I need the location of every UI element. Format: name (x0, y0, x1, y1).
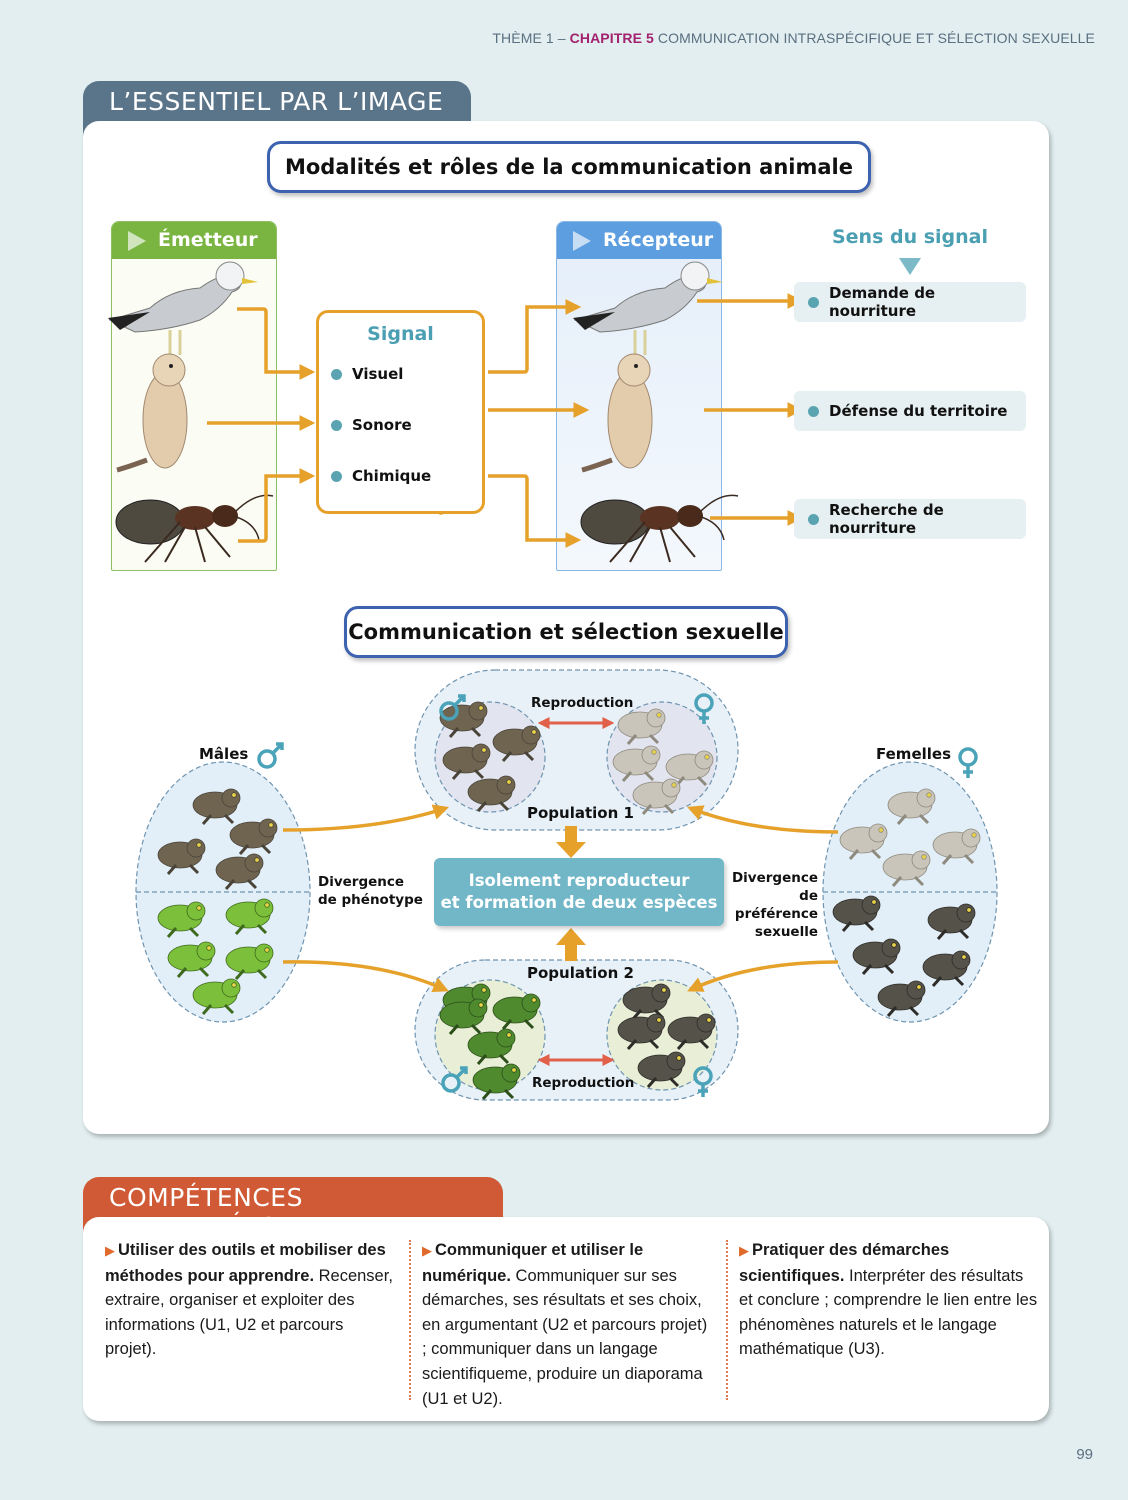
recv-arrow-3 (488, 474, 582, 548)
signal-box: Signal Visuel Sonore Chimique (316, 310, 485, 514)
play-triangle-icon (573, 230, 591, 251)
running-head-theme: THÈME 1 – (492, 30, 566, 46)
running-head-chapter: CHAPITRE 5 (569, 30, 654, 46)
males-label: Mâles (199, 745, 249, 763)
female-symbol-icon (693, 1066, 713, 1097)
recv-arrow-1 (488, 299, 582, 374)
male-symbol-icon (439, 694, 466, 721)
receiver-label: Récepteur (603, 229, 714, 251)
bullet-dot-icon (808, 513, 819, 525)
bullet-dot-icon (808, 296, 819, 308)
sens-du-signal-title: Sens du signal (831, 226, 989, 248)
bullet-dot-icon (331, 470, 342, 482)
females-to-pop1-arrow (687, 805, 839, 834)
isolation-arrows (556, 826, 586, 961)
role-defense-territoire: Défense du territoire (794, 391, 1026, 431)
ant-receiver-image (580, 494, 739, 563)
males-to-pop2-arrow (282, 960, 449, 992)
emit-arrow-1 (237, 307, 316, 380)
section-title-selection: Communication et sélection sexuelle (344, 606, 788, 658)
divergence-phenotype-label: Divergence de phénotype (318, 874, 423, 908)
signal-item-chimique: Chimique (331, 467, 431, 485)
bullet-dot-icon (331, 419, 342, 431)
gull-receiver-image (571, 260, 725, 357)
competence-item-3: ▶Pratiquer des démarches scientifiques. … (739, 1241, 1038, 1359)
role-recherche-nourriture: Recherche de nourriture (794, 499, 1026, 539)
population-2-label: Population 2 (527, 964, 634, 982)
down-triangle-icon (899, 258, 921, 275)
males-to-pop1-arrow (282, 804, 449, 832)
female-symbol-icon (958, 747, 978, 778)
column-divider (726, 1240, 728, 1400)
isolation-box: Isolement reproducteur et formation de d… (434, 858, 724, 926)
reproduction-label-2: Reproduction (532, 1075, 635, 1091)
receiver-header: Récepteur (557, 222, 721, 259)
ant-emitter-image (115, 494, 274, 563)
population-1-label: Population 1 (527, 804, 634, 822)
prairie-dog-receiver-image (582, 354, 652, 470)
signal-item-visuel: Visuel (331, 365, 403, 383)
page-number: 99 (1076, 1446, 1093, 1463)
signal-title: Signal (367, 323, 434, 345)
section-title-communication: Modalités et rôles de la communication a… (267, 141, 871, 193)
reproduction-label-1: Reproduction (531, 695, 634, 711)
prairie-dog-emitter-image (117, 354, 187, 470)
emitter-label: Émetteur (158, 229, 258, 251)
bullet-dot-icon (331, 368, 342, 380)
females-label: Femelles (876, 745, 951, 763)
emitter-header: Émetteur (112, 222, 276, 259)
male-symbol-icon (257, 742, 284, 769)
females-to-pop2-arrow (687, 960, 839, 992)
running-head-title: COMMUNICATION INTRASPÉCIFIQUE ET SÉLECTI… (657, 30, 1095, 46)
signal-item-sonore: Sonore (331, 416, 412, 434)
competence-item-1: ▶Utiliser des outils et mobiliser des mé… (105, 1241, 393, 1359)
triangle-bullet-icon: ▶ (422, 1243, 432, 1258)
female-symbol-icon (694, 693, 714, 724)
column-divider (409, 1240, 411, 1400)
competences-card (83, 1217, 1049, 1421)
play-triangle-icon (128, 230, 146, 251)
male-symbol-icon (441, 1066, 468, 1093)
bullet-dot-icon (808, 405, 819, 417)
divergence-preference-label: Divergence de préférence sexuelle (731, 870, 818, 940)
triangle-bullet-icon: ▶ (739, 1243, 749, 1258)
emit-arrow-3 (238, 468, 316, 543)
running-head: THÈME 1 – CHAPITRE 5 COMMUNICATION INTRA… (492, 30, 1095, 46)
competence-item-2: ▶Communiquer et utiliser le numérique. C… (422, 1241, 708, 1408)
gull-emitter-image (106, 260, 260, 357)
triangle-bullet-icon: ▶ (105, 1243, 115, 1258)
role-demande-nourriture: Demande de nourriture (794, 282, 1026, 322)
